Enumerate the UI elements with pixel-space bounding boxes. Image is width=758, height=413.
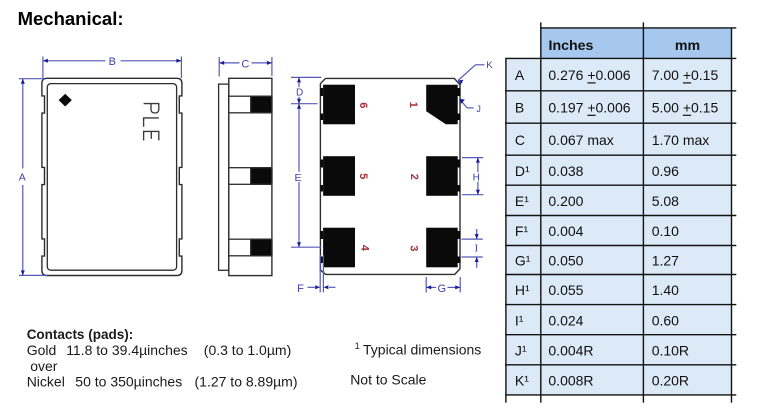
svg-text:50 to 350µinches: 50 to 350µinches: [75, 373, 182, 389]
svg-text:3: 3: [408, 245, 420, 251]
svg-text:0.055: 0.055: [548, 282, 583, 298]
svg-text:G¹: G¹: [515, 253, 531, 269]
svg-text:5.00 +0.15: 5.00 +0.15: [652, 100, 719, 116]
svg-text:0.276 +0.006: 0.276 +0.006: [548, 67, 630, 83]
svg-text:0.10R: 0.10R: [652, 342, 689, 358]
svg-text:11.8 to 39.4µinches: 11.8 to 39.4µinches: [66, 342, 187, 358]
svg-text:C: C: [241, 58, 249, 70]
svg-text:7.00 +0.15: 7.00 +0.15: [652, 67, 719, 83]
svg-text:0.197 +0.006: 0.197 +0.006: [548, 100, 630, 116]
svg-text:B: B: [515, 100, 524, 116]
svg-text:0.96: 0.96: [652, 163, 679, 179]
svg-text:5.08: 5.08: [652, 193, 679, 209]
svg-text:0.004: 0.004: [548, 223, 583, 239]
svg-text:A: A: [19, 171, 26, 183]
svg-text:2: 2: [408, 174, 420, 180]
svg-text:0.004R: 0.004R: [548, 342, 593, 358]
svg-text:0.008R: 0.008R: [548, 372, 593, 388]
svg-text:4: 4: [358, 245, 370, 251]
svg-text:1: 1: [355, 341, 360, 351]
svg-text:0.10: 0.10: [652, 223, 679, 239]
svg-text:K: K: [486, 60, 493, 71]
svg-text:5: 5: [357, 173, 369, 179]
svg-text:(1.27 to 8.89µm): (1.27 to 8.89µm): [195, 373, 298, 389]
svg-text:1: 1: [407, 102, 419, 108]
svg-text:B: B: [109, 56, 116, 68]
svg-text:over: over: [30, 358, 58, 374]
svg-text:Typical dimensions: Typical dimensions: [363, 342, 481, 358]
svg-text:0.067 max: 0.067 max: [548, 132, 613, 148]
svg-text:K¹: K¹: [515, 372, 529, 388]
svg-text:G: G: [438, 283, 447, 295]
svg-text:H¹: H¹: [515, 282, 530, 298]
svg-text:0.200: 0.200: [548, 193, 583, 209]
svg-text:F¹: F¹: [515, 223, 529, 239]
svg-text:0.038: 0.038: [548, 163, 583, 179]
svg-text:E¹: E¹: [515, 193, 529, 209]
svg-text:Inches: Inches: [549, 38, 594, 54]
svg-text:F: F: [297, 283, 304, 295]
svg-text:J¹: J¹: [515, 342, 527, 358]
svg-text:Mechanical:: Mechanical:: [18, 8, 124, 29]
svg-text:1.70 max: 1.70 max: [652, 132, 710, 148]
svg-text:A: A: [515, 67, 525, 83]
svg-text:0.050: 0.050: [548, 253, 583, 269]
svg-text:0.20R: 0.20R: [652, 372, 689, 388]
svg-text:Gold: Gold: [27, 342, 57, 358]
svg-text:Nickel: Nickel: [27, 373, 65, 389]
svg-text:D¹: D¹: [515, 163, 530, 179]
svg-text:H: H: [473, 173, 480, 184]
svg-text:0.60: 0.60: [652, 312, 679, 328]
svg-text:D: D: [296, 88, 303, 99]
svg-text:1.40: 1.40: [652, 282, 679, 298]
svg-text:6: 6: [357, 102, 369, 108]
svg-text:(0.3 to 1.0µm): (0.3 to 1.0µm): [204, 342, 291, 358]
svg-text:Not to Scale: Not to Scale: [350, 372, 426, 388]
svg-text:1.27: 1.27: [652, 253, 679, 269]
svg-text:E: E: [294, 172, 301, 184]
svg-text:mm: mm: [675, 38, 700, 54]
svg-text:I¹: I¹: [515, 312, 524, 328]
svg-text:C: C: [515, 132, 525, 148]
svg-text:Contacts (pads):: Contacts (pads):: [27, 327, 134, 342]
svg-text:0.024: 0.024: [548, 312, 583, 328]
svg-text:I: I: [475, 244, 479, 255]
svg-text:J: J: [476, 104, 481, 114]
